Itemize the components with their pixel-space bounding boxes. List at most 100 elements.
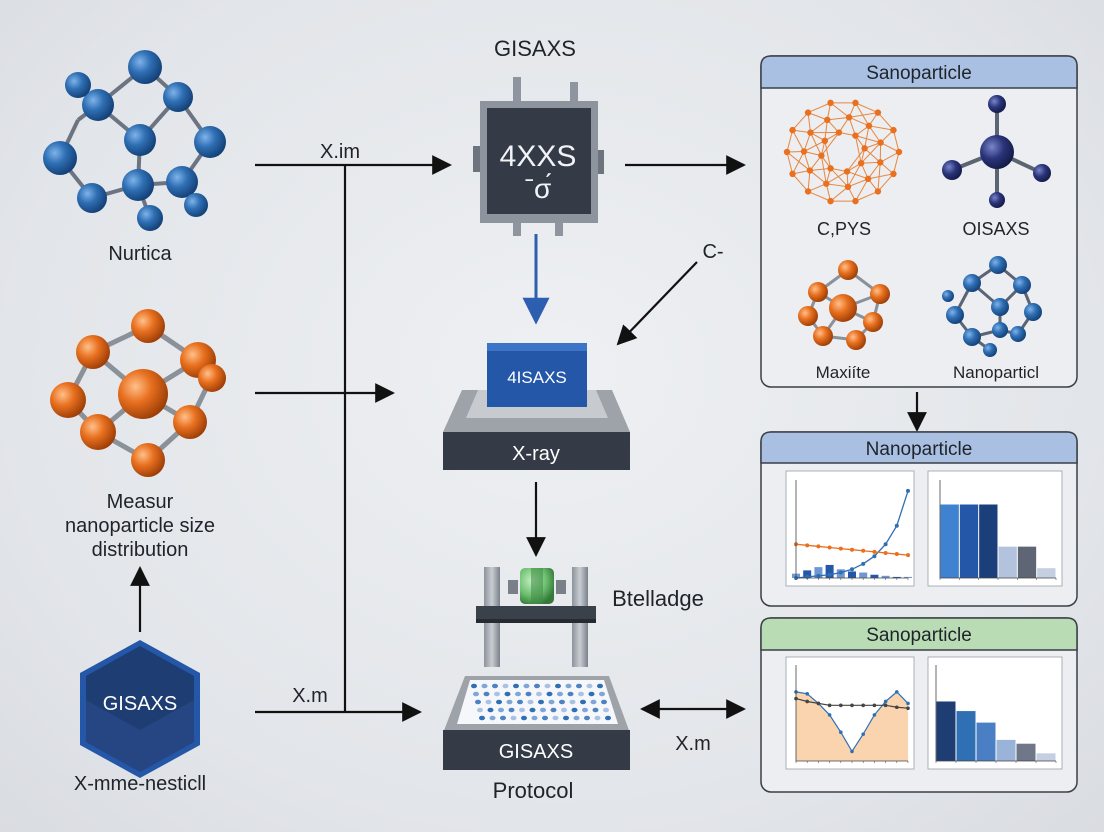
label-nurtica: Nurtica <box>108 243 172 265</box>
wire-bond <box>848 116 870 127</box>
data-point <box>895 690 899 694</box>
tray-well <box>569 699 576 705</box>
data-point <box>894 523 899 528</box>
tray-well <box>571 707 578 713</box>
chart-mid-right <box>939 480 1057 580</box>
data-point <box>850 703 854 708</box>
wire-node <box>852 197 859 205</box>
wire-node <box>877 159 884 166</box>
bar <box>892 576 901 578</box>
wire-node <box>857 159 865 167</box>
wire-node <box>852 99 859 107</box>
panel-bottom-title: Sanoparticle <box>866 625 972 646</box>
wire-node <box>821 137 829 145</box>
tray-well <box>555 683 561 689</box>
wire-node <box>807 129 814 136</box>
wire-node <box>783 148 791 156</box>
tray-well <box>588 691 595 697</box>
tray-well <box>599 691 605 697</box>
wire-node <box>804 188 812 195</box>
wire-bond <box>847 178 869 188</box>
wire-bond <box>826 183 849 188</box>
panel-middle: Nanoparticle <box>760 431 1078 607</box>
tray-well <box>576 683 582 689</box>
wire-bond <box>877 173 894 192</box>
tray-well <box>500 715 506 721</box>
wire-bond <box>849 112 878 118</box>
tray-well <box>494 691 500 697</box>
top-title: GISAXS <box>494 36 576 61</box>
tray-well <box>525 691 532 697</box>
navy-molecule-icon <box>942 95 1051 208</box>
wire-bond <box>792 173 809 192</box>
data-point <box>895 705 899 710</box>
label-measure-3: distribution <box>92 539 189 561</box>
panel-top: Sanoparticle C,PYS OISAXS <box>760 55 1078 388</box>
tray-well <box>489 715 496 721</box>
data-point <box>894 552 899 557</box>
bar <box>881 575 890 578</box>
wire-node <box>804 109 812 116</box>
wire-bond <box>860 142 881 164</box>
data-point <box>872 554 877 559</box>
tray-well <box>475 699 481 705</box>
connector-arrows <box>130 155 927 722</box>
tray-well <box>523 683 530 689</box>
data-point <box>850 749 854 754</box>
tray-well <box>506 699 513 705</box>
wire-bond <box>810 119 828 133</box>
wire-bond <box>846 170 869 180</box>
panel-top-item-1: C,PYS <box>817 219 871 239</box>
wire-bond <box>807 170 811 192</box>
tray-well <box>471 683 477 689</box>
blue-cluster-icon <box>942 256 1042 357</box>
tray-well <box>473 691 479 697</box>
wire-bond <box>830 167 849 188</box>
tray-well <box>502 683 509 689</box>
data-point <box>906 706 910 710</box>
wire-bond <box>864 147 881 163</box>
wire-bond <box>848 117 856 136</box>
data-point <box>839 703 843 708</box>
wire-bond <box>792 151 805 175</box>
wire-bond <box>810 132 822 156</box>
wire-bond <box>855 135 881 144</box>
tray-well <box>483 691 490 697</box>
data-point <box>872 549 877 554</box>
wire-node <box>890 170 897 178</box>
panel-bottom-header <box>760 617 1078 651</box>
detector-icon <box>473 77 604 236</box>
wire-node <box>864 175 872 183</box>
data-point <box>861 703 865 708</box>
wire-bond <box>880 142 900 153</box>
wire-bond <box>854 135 862 164</box>
bar <box>1017 546 1037 578</box>
wire-bond <box>868 173 894 180</box>
wire-bond <box>807 190 831 202</box>
tray-well <box>565 683 572 689</box>
wire-bond <box>820 132 840 156</box>
bar <box>976 722 996 761</box>
bar <box>848 571 856 578</box>
panel-top-title: Sanoparticle <box>866 63 972 84</box>
orange-molecule-icon <box>50 309 226 477</box>
panel-top-item-4: Nanoparticl <box>953 363 1039 382</box>
sample-tray-icon <box>443 676 630 770</box>
bar <box>1016 743 1036 761</box>
bar <box>998 546 1017 578</box>
wire-bond <box>792 129 805 152</box>
wire-bond <box>855 178 869 202</box>
panel-bottom: Sanoparticle <box>760 617 1078 793</box>
data-point <box>883 699 888 704</box>
chart-mid-left <box>792 480 912 580</box>
tray-well <box>496 699 502 705</box>
label-protocol: Protocol <box>493 778 574 803</box>
data-point <box>839 730 843 734</box>
tray-well <box>605 715 611 721</box>
data-point <box>838 546 843 551</box>
wire-node <box>865 122 873 130</box>
tray-well <box>517 699 523 705</box>
wire-node <box>844 183 852 191</box>
orange-wire-cluster-icon <box>783 99 903 205</box>
